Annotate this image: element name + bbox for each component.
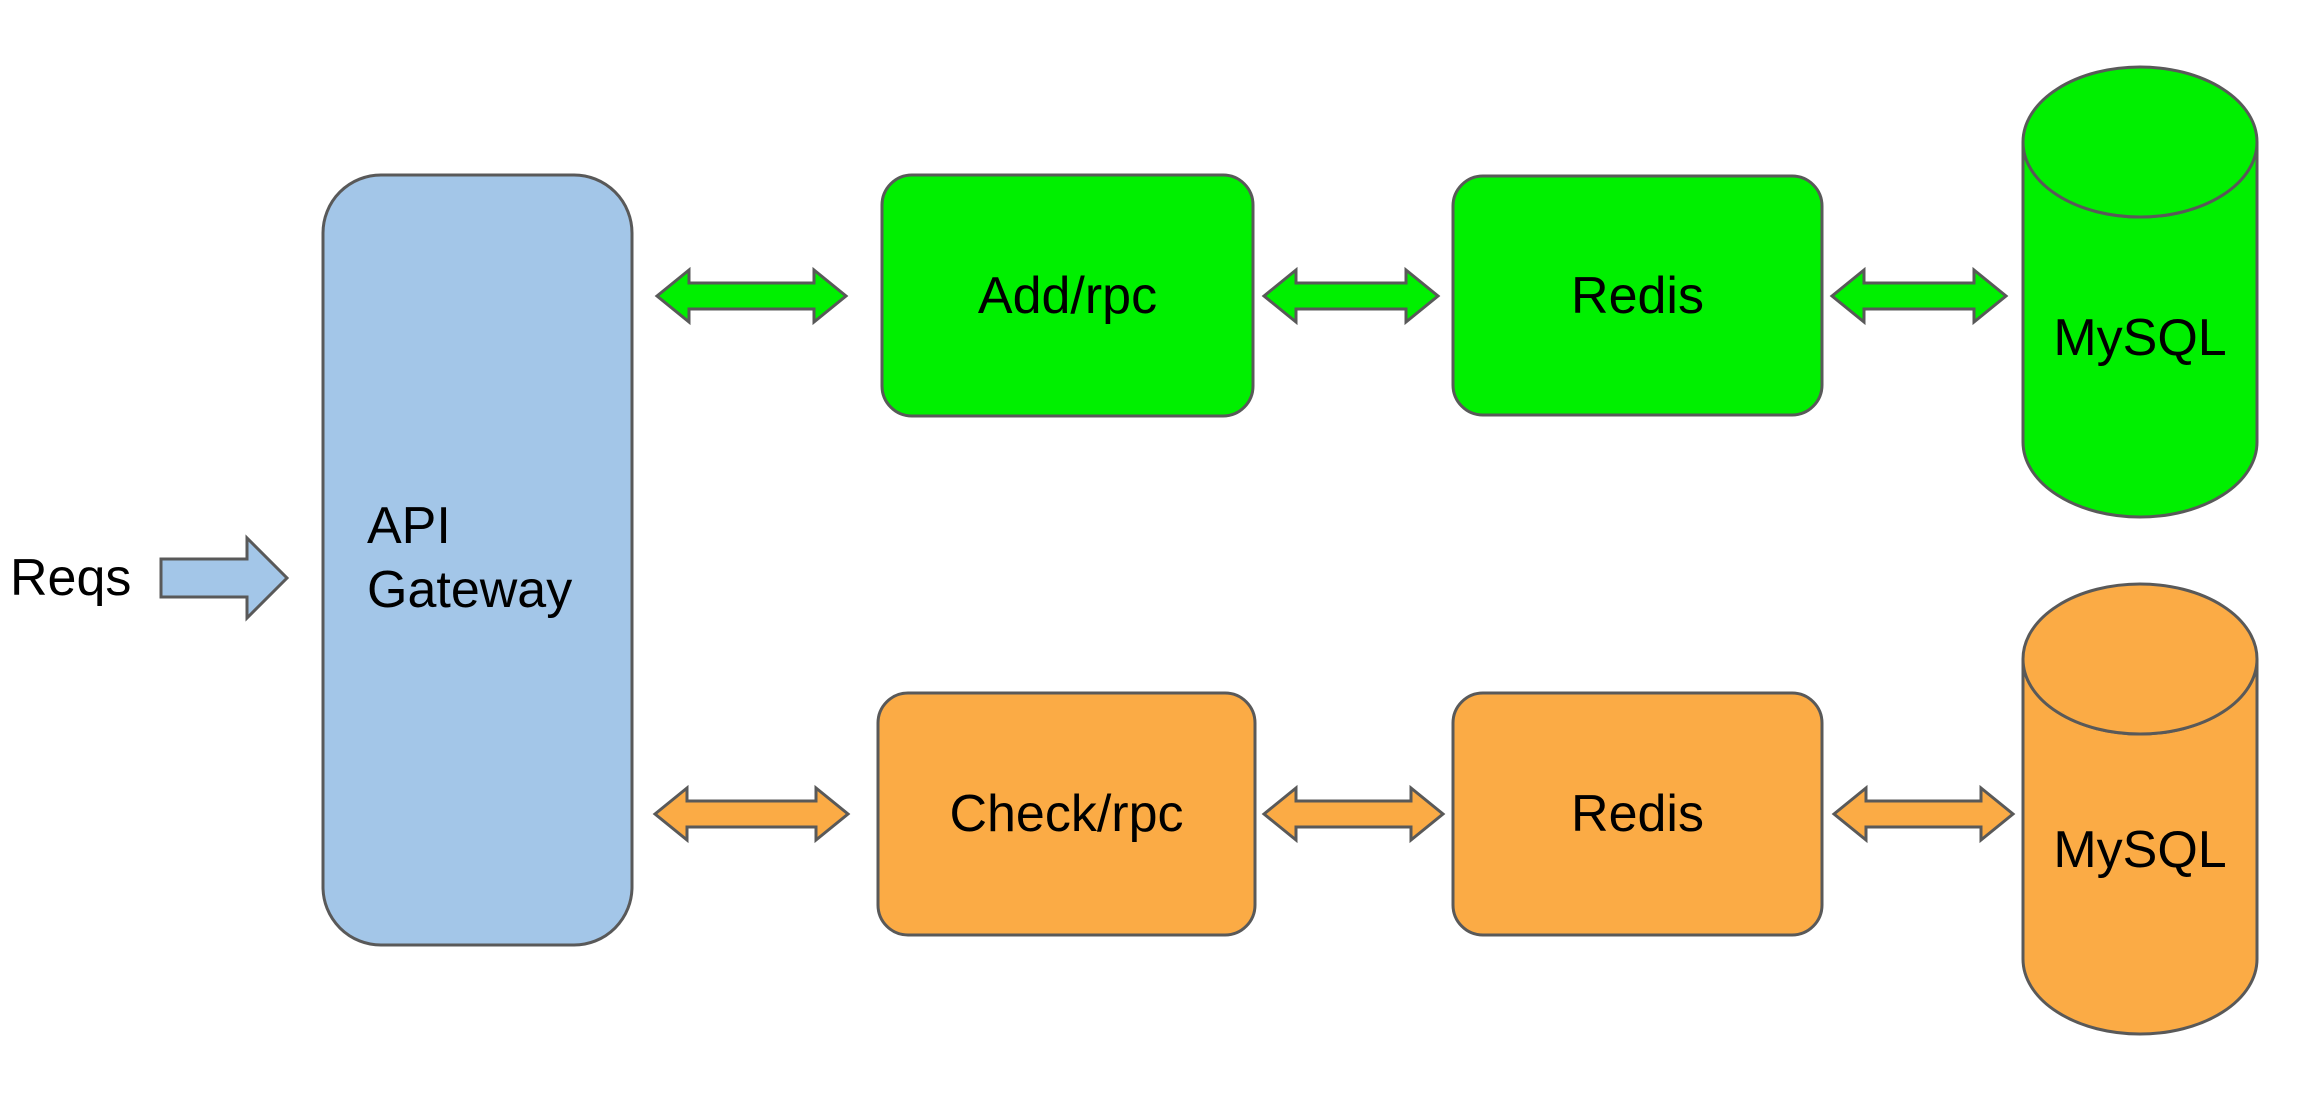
- mysql-cylinder-top: [2021, 65, 2259, 519]
- add-rpc-label: Add/rpc: [977, 267, 1158, 325]
- check-rpc-node: [876, 691, 1257, 937]
- arrow-redis-mysql-top-icon: [1829, 266, 2009, 326]
- arrow-gateway-addrpc-icon: [654, 266, 849, 326]
- api-gateway-label: API Gateway: [367, 497, 573, 619]
- mysql-bottom-label: MySQL: [2053, 821, 2227, 879]
- redis-bottom-label: Redis: [1571, 785, 1704, 843]
- arrow-redis-mysql-bottom-icon: [1831, 784, 2016, 844]
- add-rpc-node: [880, 173, 1255, 418]
- redis-node-bottom: [1451, 691, 1824, 937]
- arrow-checkrpc-redis-icon: [1261, 784, 1446, 844]
- check-rpc-label: Check/rpc: [949, 785, 1184, 843]
- arrow-addrpc-redis-icon: [1261, 266, 1441, 326]
- mysql-top-label: MySQL: [2053, 309, 2227, 367]
- redis-top-label: Redis: [1571, 267, 1704, 325]
- api-gateway-node: [321, 173, 634, 947]
- redis-node-top: [1451, 174, 1824, 417]
- reqs-label: Reqs: [10, 549, 132, 607]
- reqs-arrow-icon: [159, 534, 290, 622]
- arrow-gateway-checkrpc-icon: [652, 784, 851, 844]
- mysql-cylinder-bottom: [2021, 582, 2259, 1036]
